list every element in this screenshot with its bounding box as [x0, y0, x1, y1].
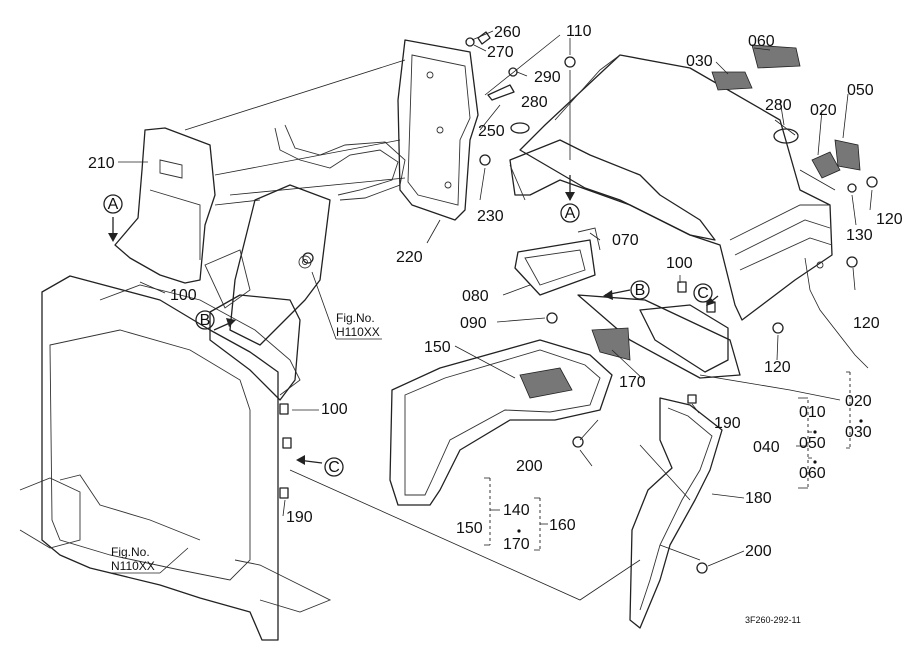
- callout-100-mid: 100: [321, 401, 348, 418]
- callout-190-left: 190: [286, 509, 313, 526]
- marker-c-right: C: [697, 285, 709, 302]
- fender-180: [629, 397, 723, 629]
- wire-harness: [274, 124, 406, 201]
- fig-ref-pointers: [110, 271, 382, 574]
- marker-circles: [103, 194, 713, 477]
- callout-050-top: 050: [847, 82, 874, 99]
- callout-190-right: 190: [714, 415, 741, 432]
- callout-100-left: 100: [170, 287, 197, 304]
- callout-010: 010: [799, 404, 826, 421]
- fig-ref-n-label: Fig.No.: [111, 545, 150, 559]
- assembly-lines: [184, 34, 869, 601]
- dash-panel-left: [19, 275, 332, 641]
- callout-030-kit: 030: [845, 424, 872, 441]
- callout-280-right: 280: [765, 97, 792, 114]
- callout-290: 290: [534, 69, 561, 86]
- callout-180: 180: [745, 490, 772, 507]
- callout-leaders: [118, 30, 873, 567]
- hood-panel: [509, 54, 833, 321]
- callout-060: 060: [748, 33, 775, 50]
- callout-080: 080: [462, 288, 489, 305]
- callout-230: 230: [477, 208, 504, 225]
- callout-060-kit: 060: [799, 465, 826, 482]
- fig-ref-n-code: N110XX: [111, 559, 155, 573]
- callout-070: 070: [612, 232, 639, 249]
- kit-dots: [517, 419, 863, 533]
- fig-ref-h-code: H110XX: [336, 325, 380, 339]
- callout-120-top: 120: [876, 211, 903, 228]
- callout-270: 270: [487, 44, 514, 61]
- side-panel-220: [397, 39, 479, 221]
- figure-references: Fig.No. H110XX Fig.No. N110XX: [111, 311, 380, 573]
- callout-030: 030: [686, 53, 713, 70]
- callout-140: 140: [503, 502, 530, 519]
- callout-labels: 260 270 110 060 030 290 280 280 050 020 …: [88, 23, 903, 560]
- tray-080: [514, 227, 741, 379]
- callout-020-top: 020: [810, 102, 837, 119]
- kit-brackets: [484, 371, 851, 551]
- callout-150-upper: 150: [424, 339, 451, 356]
- callout-120-low: 120: [764, 359, 791, 376]
- callout-250: 250: [478, 123, 505, 140]
- callout-120-mid: 120: [853, 315, 880, 332]
- direction-arrows: [108, 175, 719, 465]
- callout-200-low: 200: [745, 543, 772, 560]
- marker-a-left: A: [108, 196, 119, 213]
- air-duct-210: [114, 127, 216, 284]
- callout-090: 090: [460, 315, 487, 332]
- callout-110: 110: [566, 23, 592, 40]
- callout-020-kit: 020: [845, 393, 872, 410]
- marker-c-left: C: [328, 459, 340, 476]
- callout-100-right: 100: [666, 255, 693, 272]
- callout-210: 210: [88, 155, 115, 172]
- callout-130: 130: [846, 227, 873, 244]
- fig-ref-h-label: Fig.No.: [336, 311, 375, 325]
- fender-150: [389, 327, 631, 506]
- callout-040: 040: [753, 439, 780, 456]
- callout-050-kit: 050: [799, 435, 826, 452]
- callout-200-mid: 200: [516, 458, 543, 475]
- callout-170-upper: 170: [619, 374, 646, 391]
- callout-280-top: 280: [521, 94, 548, 111]
- drawing-code: 3F260-292-11: [745, 615, 801, 625]
- callout-170-kit: 170: [503, 536, 530, 553]
- callout-260: 260: [494, 24, 521, 41]
- marker-letters: A A B B C C: [108, 196, 709, 476]
- marker-b-right: B: [635, 282, 646, 299]
- callout-160: 160: [549, 517, 576, 534]
- bracket-center: [204, 184, 331, 401]
- marker-b-left: B: [200, 312, 211, 329]
- fasteners: [279, 31, 878, 574]
- callout-150-kit: 150: [456, 520, 483, 537]
- decals: [510, 44, 861, 179]
- marker-a-right: A: [565, 205, 576, 222]
- callout-220: 220: [396, 249, 423, 266]
